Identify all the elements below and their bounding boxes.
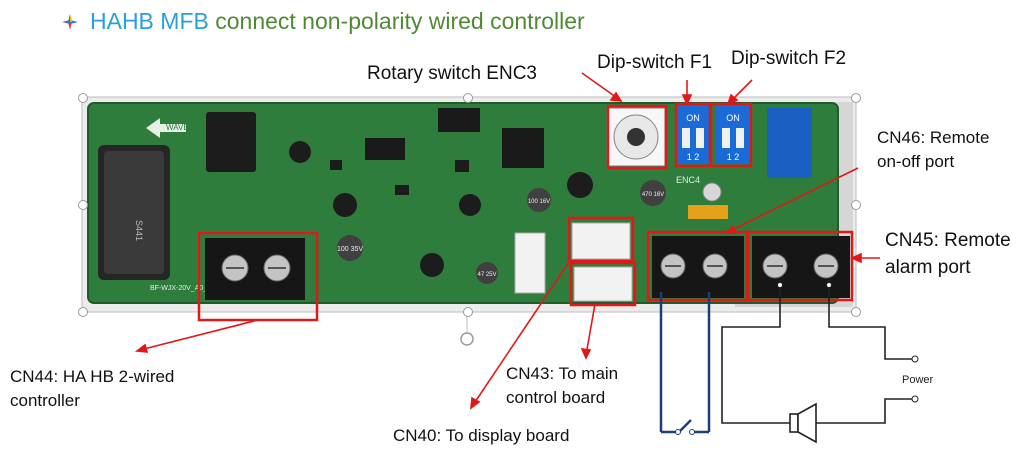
power-terminal-2 bbox=[911, 395, 919, 403]
label-cn43-line2: control board bbox=[506, 388, 606, 407]
selection-handle-tr[interactable] bbox=[851, 93, 861, 103]
selection-handle-bl[interactable] bbox=[78, 307, 88, 317]
dip-switch-f1 bbox=[676, 106, 710, 163]
label-cn40: CN40: To display board bbox=[393, 426, 570, 445]
relay-left bbox=[206, 112, 256, 172]
selection-handle-top[interactable] bbox=[463, 93, 473, 103]
switch-contact-2 bbox=[689, 429, 695, 435]
ic-chip-2 bbox=[438, 108, 480, 132]
enc4-marking: ENC4 bbox=[676, 175, 700, 185]
pin-header bbox=[688, 205, 728, 219]
label-cn43-line1: CN43: To main bbox=[506, 364, 619, 383]
cn43-highlight bbox=[569, 261, 637, 307]
dip-f1-on: ON bbox=[686, 113, 700, 123]
cap4-marking: 470 16V bbox=[642, 192, 664, 198]
label-cn46-line1: CN46: Remote bbox=[877, 128, 990, 147]
rotary-highlight bbox=[606, 104, 668, 170]
label-rotary-switch: Rotary switch ENC3 bbox=[367, 63, 537, 84]
cap3-marking: 100 16V bbox=[528, 199, 550, 205]
bullet-icon bbox=[62, 14, 78, 30]
relay-right bbox=[767, 108, 812, 178]
selection-handle-left[interactable] bbox=[78, 200, 88, 210]
capacitor-4 bbox=[640, 180, 666, 206]
title-part-1: HAHB MFB bbox=[90, 8, 209, 34]
dip-switch-f2 bbox=[716, 106, 750, 163]
capacitor-3 bbox=[527, 188, 551, 212]
cn40-highlight bbox=[567, 216, 635, 263]
cn43-connector bbox=[573, 266, 633, 302]
label-cn46-line2: on-off port bbox=[877, 152, 955, 171]
label-power: Power bbox=[902, 374, 934, 386]
cap1-marking: 100 35V bbox=[337, 246, 363, 253]
selection-handle-br[interactable] bbox=[851, 307, 861, 317]
cn45-highlight bbox=[746, 230, 854, 302]
selection-handle-right[interactable] bbox=[851, 200, 861, 210]
ic-chip bbox=[365, 138, 405, 160]
power-terminal-1 bbox=[911, 355, 919, 363]
selection-handle-bottom[interactable] bbox=[463, 307, 473, 317]
page-title: HAHB MFB connect non-polarity wired cont… bbox=[90, 8, 585, 35]
capacitor-1 bbox=[337, 235, 363, 261]
wave-arrow-icon bbox=[146, 118, 186, 138]
label-dip-switch-f2: Dip-switch F2 bbox=[731, 48, 847, 69]
cn40-connector bbox=[571, 222, 631, 260]
white-connector-left bbox=[514, 232, 546, 294]
dip-f2-numbers: 1 2 bbox=[727, 152, 740, 162]
wave-text: WAVE bbox=[166, 123, 189, 132]
label-dip-switch-f1: Dip-switch F1 bbox=[597, 52, 713, 73]
capacitor-2 bbox=[476, 262, 498, 284]
alarm-wiring bbox=[721, 280, 912, 424]
selection-handle-tl[interactable] bbox=[78, 93, 88, 103]
cap2-marking: 47 25V bbox=[477, 272, 496, 278]
rotate-handle-icon bbox=[460, 332, 474, 346]
dip-f2-highlight bbox=[709, 102, 753, 168]
title-part-2: connect non-polarity wired controller bbox=[215, 8, 585, 34]
mcu-chip bbox=[502, 128, 544, 168]
label-cn44-line1: CN44: HA HB 2-wired bbox=[10, 367, 175, 386]
label-cn45-line1: CN45: Remote bbox=[885, 230, 1011, 251]
remote-switch-wiring bbox=[659, 292, 711, 434]
dip-f2-on: ON bbox=[726, 113, 740, 123]
label-cn45-line2: alarm port bbox=[885, 257, 971, 278]
fuse-marking: S441 bbox=[134, 220, 144, 241]
label-cn44-line2: controller bbox=[10, 391, 80, 410]
speaker-icon bbox=[789, 402, 817, 444]
dip-f1-numbers: 1 2 bbox=[687, 152, 700, 162]
switch-contact-1 bbox=[675, 429, 681, 435]
board-id-marking: BF-WJX-20V_A0_RE bbox=[150, 285, 217, 292]
